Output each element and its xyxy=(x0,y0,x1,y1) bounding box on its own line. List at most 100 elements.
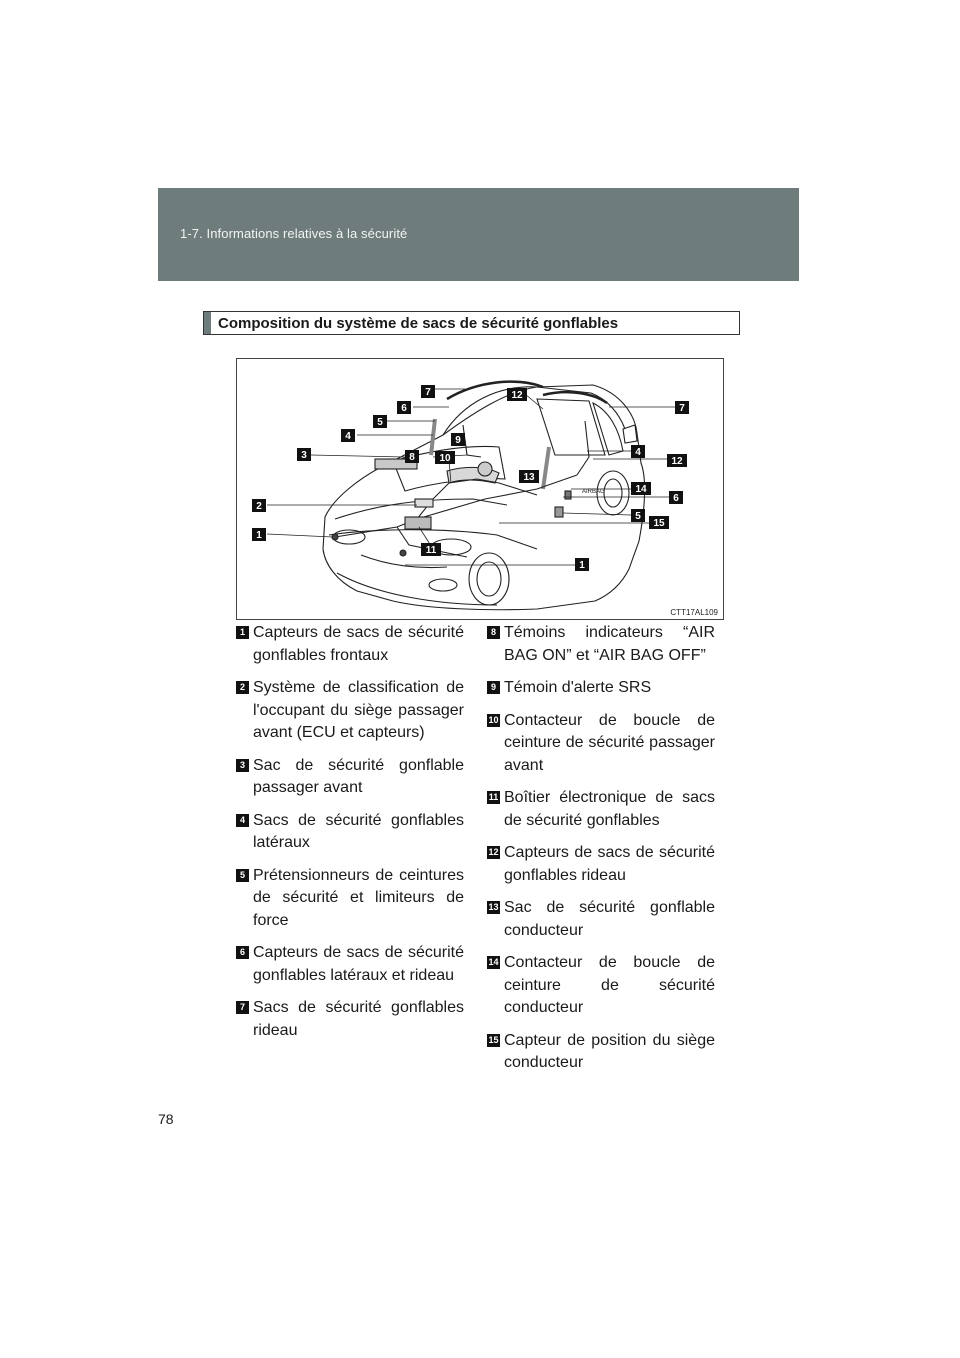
callout-11: 11 xyxy=(421,543,441,556)
legend-number: 15 xyxy=(487,1034,500,1047)
callout-8: 8 xyxy=(405,450,419,463)
callout-7-right: 7 xyxy=(675,401,689,414)
legend-item: 12 Capteurs de sacs de sécurité gonflabl… xyxy=(487,842,715,887)
curtain-airbag-right xyxy=(543,392,607,403)
callout-1-right: 1 xyxy=(575,558,589,571)
legend-text: Prétensionneurs de ceintures de sécurité… xyxy=(253,865,464,933)
svg-text:5: 5 xyxy=(377,417,383,428)
legend-item: 8 Témoins indicateurs “AIR BAG ON” et “A… xyxy=(487,622,715,667)
legend-number: 7 xyxy=(236,1001,249,1014)
wire-6 xyxy=(577,421,589,475)
callout-14: 14 xyxy=(631,482,651,495)
callout-6-left: 6 xyxy=(397,401,411,414)
callout-15: 15 xyxy=(649,516,669,529)
front-rim xyxy=(477,562,501,596)
legend-item: 15 Capteur de position du siège conducte… xyxy=(487,1030,715,1075)
legend-text: Capteurs de sacs de sécurité gonflables … xyxy=(253,942,464,987)
side-mirror xyxy=(623,425,637,443)
seat-position-sensor xyxy=(555,507,563,517)
svg-text:13: 13 xyxy=(523,472,535,483)
legend-number: 11 xyxy=(487,791,500,804)
legend-number: 2 xyxy=(236,681,249,694)
legend-item: 4 Sacs de sécurité gonflables latéraux xyxy=(236,810,464,855)
legend-text: Boîtier électronique de sacs de sécurité… xyxy=(504,787,715,832)
airbag-diagram: AIRBAG 7 6 xyxy=(236,358,724,620)
svg-text:7: 7 xyxy=(425,387,431,398)
front-sensor-right xyxy=(400,550,406,556)
callout-5-left: 5 xyxy=(373,415,387,428)
grille xyxy=(361,555,447,568)
side-airbag-right xyxy=(543,447,549,489)
svg-text:3: 3 xyxy=(301,450,307,461)
legend-item: 9 Témoin d'alerte SRS xyxy=(487,677,715,700)
rear-rim xyxy=(604,479,622,507)
legend-text: Sac de sécurité gonflable conducteur xyxy=(504,897,715,942)
legend-item: 1 Capteurs de sacs de sécurité gonflable… xyxy=(236,622,464,667)
legend-item: 5 Prétensionneurs de ceintures de sécuri… xyxy=(236,865,464,933)
steering-wheel xyxy=(478,462,492,476)
legend-number: 13 xyxy=(487,901,500,914)
chapter-title: 1-7. Informations relatives à la sécurit… xyxy=(180,226,407,241)
svg-text:4: 4 xyxy=(635,447,641,458)
callout-12-top: 12 xyxy=(507,388,527,401)
svg-text:10: 10 xyxy=(439,453,451,464)
callout-5-right: 5 xyxy=(631,509,645,522)
wire-5 xyxy=(463,425,481,457)
legend-text: Sacs de sécurité gonflables rideau xyxy=(253,997,464,1042)
callout-1-left: 1 xyxy=(252,528,266,541)
legend-item: 10 Contacteur de boucle de ceinture de s… xyxy=(487,710,715,778)
svg-text:6: 6 xyxy=(401,403,407,414)
legend-item: 2 Système de classification de l'occupan… xyxy=(236,677,464,745)
legend-text: Capteurs de sacs de sécurité gonflables … xyxy=(253,622,464,667)
legend-number: 8 xyxy=(487,626,500,639)
legend-item: 3 Sac de sécurité gonflable passager ava… xyxy=(236,755,464,800)
leader-5-right xyxy=(563,513,631,515)
callout-2-left: 2 xyxy=(252,499,266,512)
side-airbag-left xyxy=(431,419,435,455)
leader-1-left xyxy=(267,534,333,537)
svg-text:1: 1 xyxy=(256,530,262,541)
front-wheel xyxy=(469,553,509,605)
legend-text: Contacteur de boucle de ceinture de sécu… xyxy=(504,952,715,1020)
legend-column-right: 8 Témoins indicateurs “AIR BAG ON” et “A… xyxy=(487,622,715,1085)
svg-text:11: 11 xyxy=(426,545,437,556)
legend-column-left: 1 Capteurs de sacs de sécurité gonflable… xyxy=(236,622,464,1052)
bumper xyxy=(337,573,497,605)
section-heading-text: Composition du système de sacs de sécuri… xyxy=(218,315,618,332)
page-number: 78 xyxy=(158,1111,174,1127)
svg-text:9: 9 xyxy=(455,435,461,446)
legend-number: 5 xyxy=(236,869,249,882)
legend-number: 1 xyxy=(236,626,249,639)
callout-6-right: 6 xyxy=(669,491,683,504)
svg-text:5: 5 xyxy=(635,511,641,522)
callout-7-left: 7 xyxy=(421,385,435,398)
callout-4-left: 4 xyxy=(341,429,355,442)
car-illustration: AIRBAG 7 6 xyxy=(237,359,724,620)
legend-number: 9 xyxy=(487,681,500,694)
callout-3-left: 3 xyxy=(297,448,311,461)
svg-text:8: 8 xyxy=(409,452,415,463)
callout-13: 13 xyxy=(519,470,539,483)
svg-text:12: 12 xyxy=(511,390,523,401)
callout-12-right: 12 xyxy=(667,454,687,467)
svg-text:1: 1 xyxy=(579,560,585,571)
buckle-switch-driver xyxy=(565,491,571,499)
legend-number: 3 xyxy=(236,759,249,772)
callout-9: 9 xyxy=(451,433,465,446)
legend-item: 13 Sac de sécurité gonflable conducteur xyxy=(487,897,715,942)
svg-text:14: 14 xyxy=(635,484,647,495)
svg-text:6: 6 xyxy=(673,493,679,504)
legend-number: 10 xyxy=(487,714,500,727)
occupant-ecu xyxy=(415,499,433,507)
legend-text: Témoins indicateurs “AIR BAG ON” et “AIR… xyxy=(504,622,715,667)
callout-10: 10 xyxy=(435,451,455,464)
curtain-airbag-left xyxy=(447,382,543,399)
chapter-header: 1-7. Informations relatives à la sécurit… xyxy=(158,188,799,281)
wire-2 xyxy=(417,475,577,519)
legend-number: 4 xyxy=(236,814,249,827)
airbag-ecu xyxy=(405,517,431,529)
legend-text: Sacs de sécurité gonflables latéraux xyxy=(253,810,464,855)
legend-number: 14 xyxy=(487,956,500,969)
legend-text: Capteurs de sacs de sécurité gonflables … xyxy=(504,842,715,887)
legend-text: Sac de sécurité gonflable passager avant xyxy=(253,755,464,800)
